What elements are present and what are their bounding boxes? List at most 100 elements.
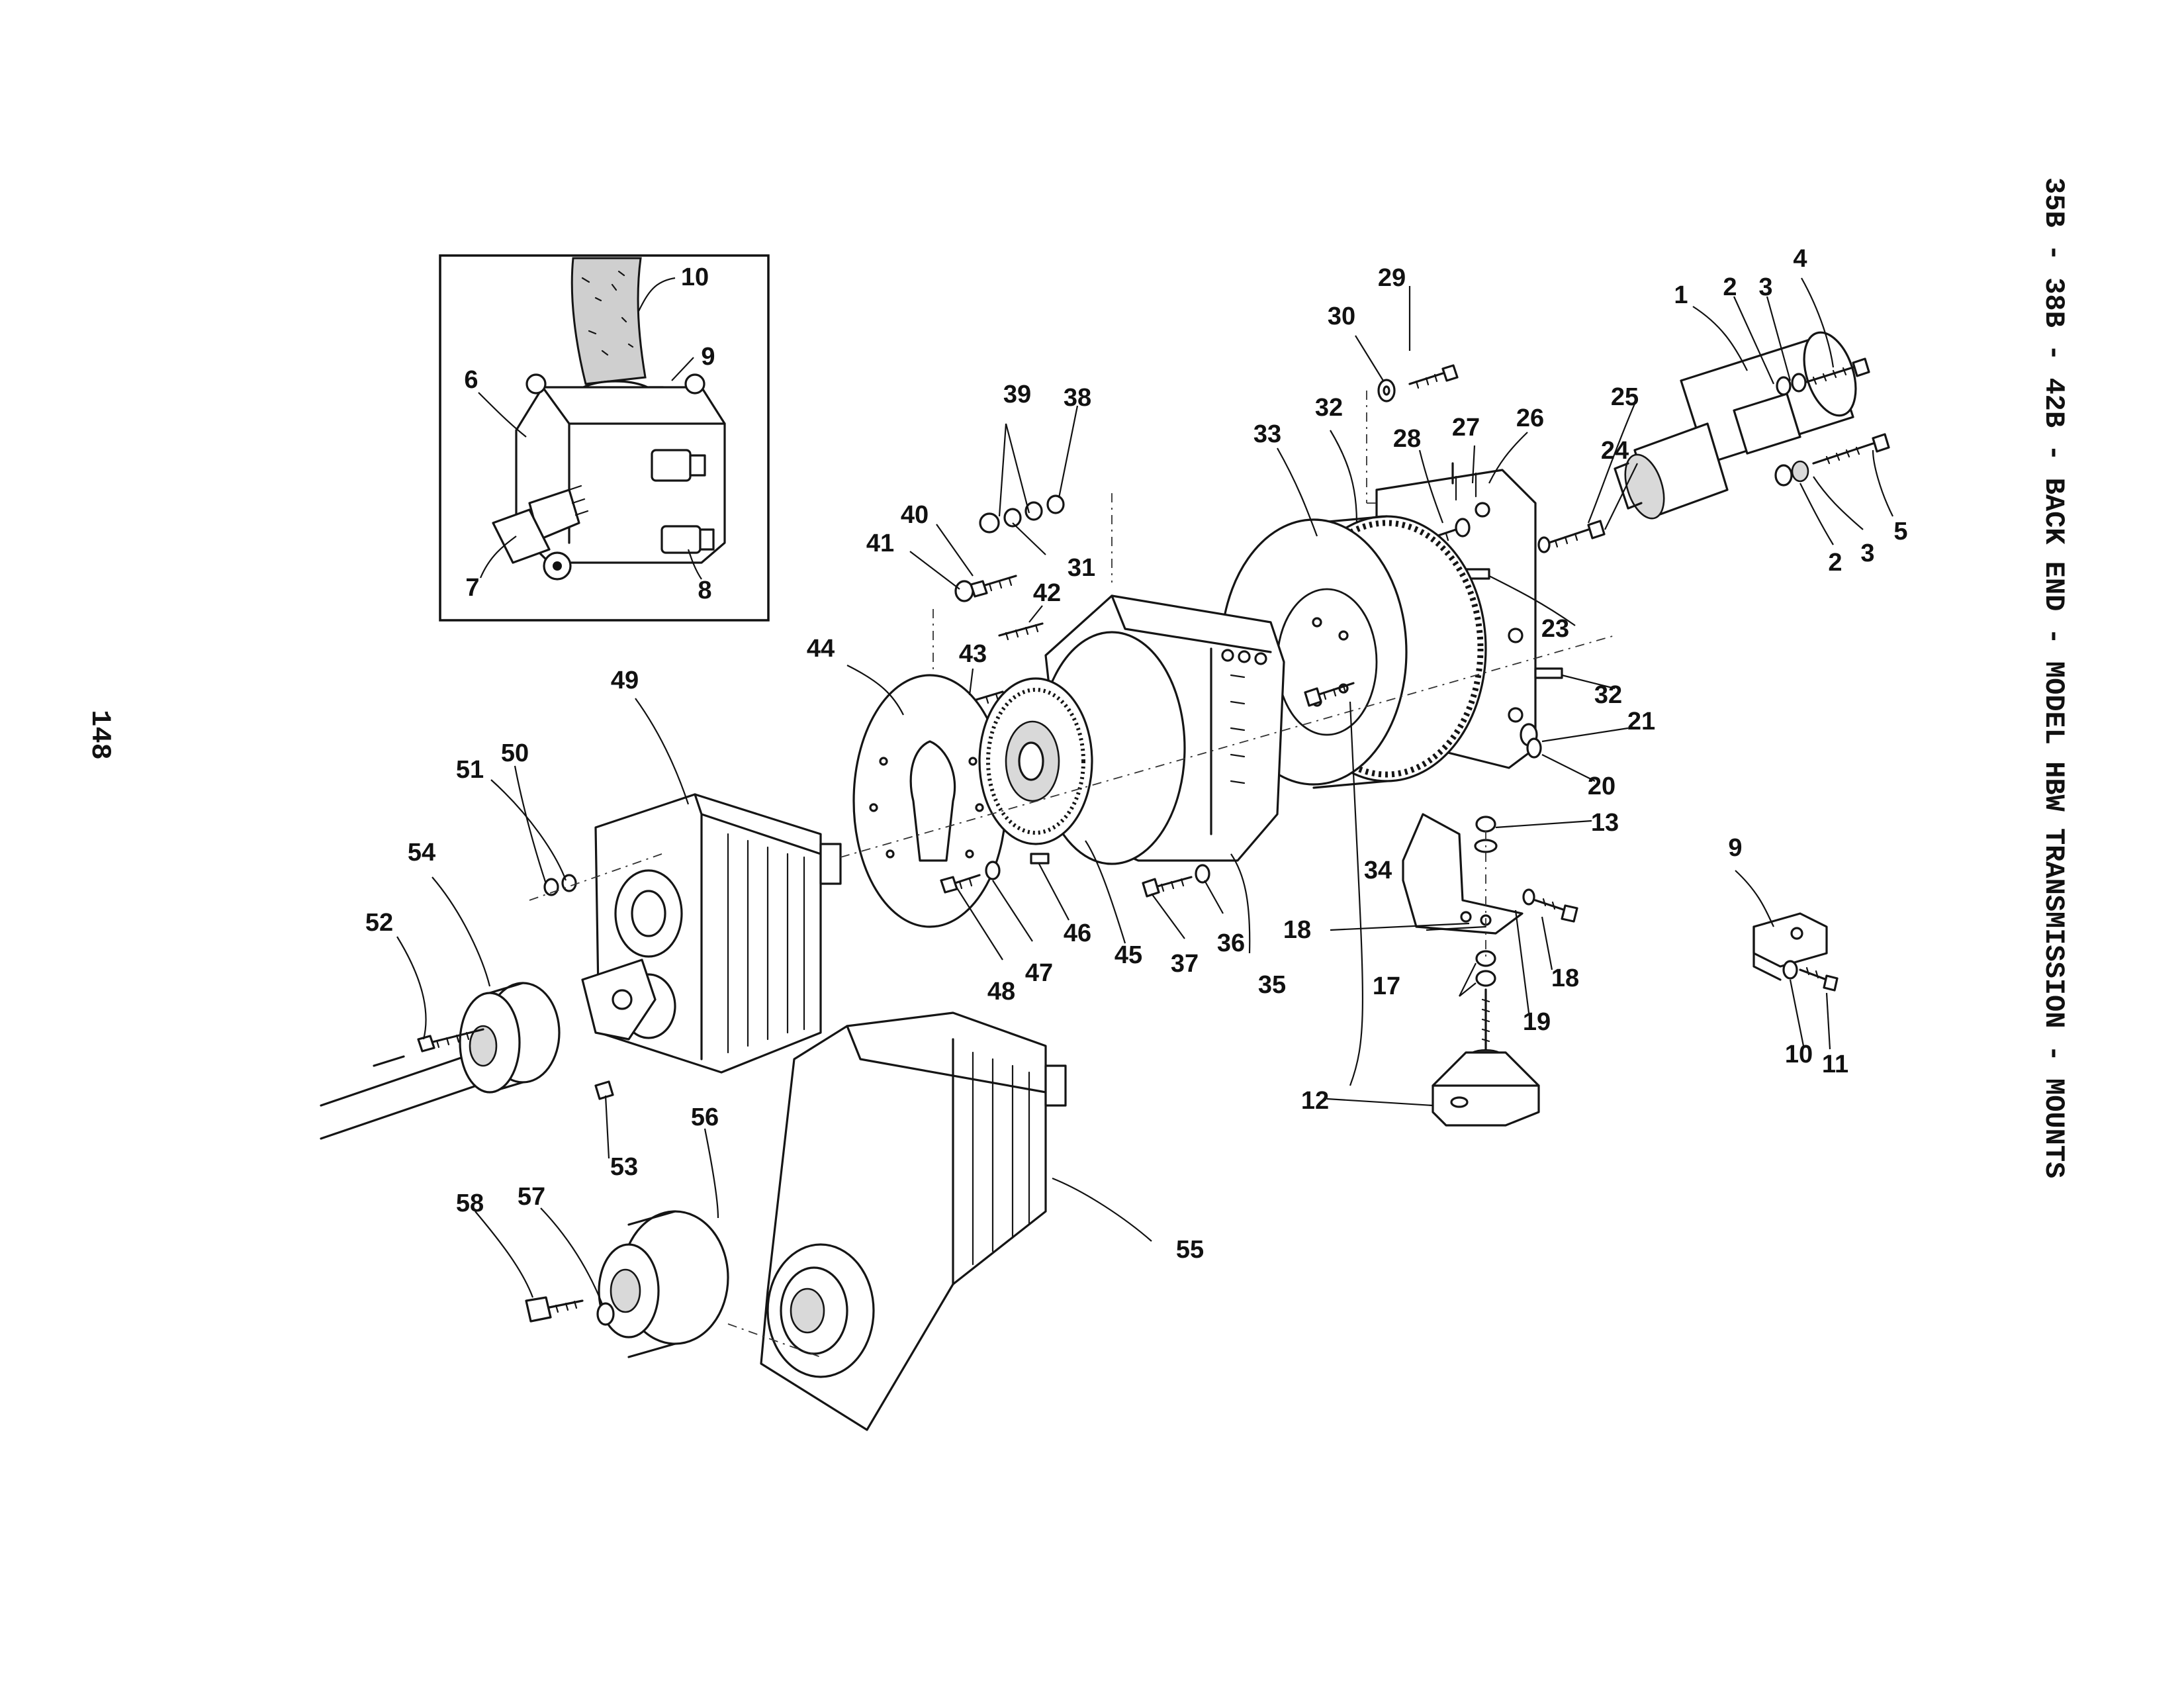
washer-59 — [596, 1302, 615, 1326]
callout-10: 10 — [681, 263, 709, 291]
bracket-bolt-13 — [1799, 966, 1839, 992]
callout-31: 29 — [1378, 264, 1406, 292]
callout-44: 42 — [1033, 579, 1061, 607]
callout-32-upper: 30 — [1328, 303, 1355, 330]
callout-33: 32 — [1594, 681, 1622, 709]
callout-38: 36 — [1217, 929, 1245, 957]
callout-7: 7 — [465, 574, 479, 602]
washers-40-41 — [979, 494, 1065, 534]
callout-57: 55 — [1176, 1236, 1204, 1264]
starter-washers-upper — [1776, 373, 1807, 396]
callout-52: 50 — [501, 739, 529, 767]
flywheel-bolt-36 — [1304, 682, 1355, 707]
callout-36: 34 — [1364, 857, 1392, 884]
washer-52-53 — [543, 874, 577, 896]
callout-32-lower: 31 — [1068, 554, 1095, 582]
housing-bolt-39 — [1142, 876, 1193, 898]
callout-25: 23 — [1541, 615, 1569, 643]
bolt-27 — [1537, 520, 1606, 553]
callout-18-lower: 17 — [1373, 972, 1400, 1000]
gearbox-lower — [760, 1011, 1067, 1431]
callout-12: 10 — [1785, 1041, 1813, 1068]
washer-38 — [1195, 864, 1210, 884]
callout-29: 27 — [1452, 414, 1480, 442]
callout-59: 57 — [518, 1183, 545, 1211]
callout-54: 52 — [365, 909, 393, 937]
washer-49 — [985, 861, 1001, 880]
callout-45: 43 — [959, 640, 987, 668]
callout-20: 18 — [1551, 964, 1579, 992]
callout-51: 49 — [611, 667, 639, 694]
starter-motor — [1614, 331, 1857, 520]
callout-47: 45 — [1115, 941, 1142, 969]
callout-6: 6 — [464, 366, 478, 394]
callout-55: 53 — [610, 1153, 638, 1181]
callout-46: 44 — [807, 635, 835, 663]
bolt-54 — [417, 1028, 484, 1053]
callout-2-lower: 2 — [1828, 549, 1842, 577]
callout-35: 33 — [1253, 420, 1281, 448]
callout-49: 47 — [1025, 959, 1053, 987]
callout-34: 32 — [1315, 394, 1343, 422]
page-title: 35B - 38B - 42B - BACK END - MODEL HBW T… — [2038, 177, 2070, 1178]
callout-labels: 10 9 6 7 8 1 2 3 4 5 2 3 9 10 11 12 13 1… — [365, 245, 1908, 1264]
callout-42: 40 — [901, 501, 929, 529]
callout-21: 19 — [1523, 1008, 1551, 1036]
callout-19: 18 — [1283, 916, 1311, 944]
callout-11: 9 — [1728, 834, 1742, 862]
shift-lever — [581, 959, 657, 1041]
damper-plate — [978, 677, 1093, 845]
drive-plate — [852, 674, 1007, 928]
callout-26: 24 — [1601, 437, 1629, 465]
callout-9: 9 — [701, 343, 715, 371]
callout-8: 8 — [698, 577, 711, 604]
callout-13: 11 — [1822, 1051, 1848, 1078]
callout-41: 39 — [1003, 381, 1031, 408]
callout-23: 20 — [1588, 773, 1615, 800]
washer-32-upper — [1377, 379, 1396, 402]
drain-plug — [660, 525, 715, 554]
output-shaft — [320, 1051, 478, 1140]
coupling-flange-58 — [598, 1210, 729, 1358]
callout-56: 54 — [408, 839, 435, 867]
anti-vibration-mount — [1432, 988, 1540, 1127]
callout-48: 46 — [1064, 919, 1091, 947]
stud-44 — [998, 622, 1044, 641]
page-number: 148 — [84, 710, 116, 760]
callout-28: 26 — [1516, 404, 1544, 432]
callout-24: 21 — [1627, 708, 1655, 735]
shaft-key — [373, 1055, 405, 1067]
bolt-42-43 — [954, 575, 1017, 602]
callout-27: 25 — [1611, 383, 1639, 411]
callout-60: 58 — [456, 1190, 484, 1217]
set-screw-55 — [594, 1080, 614, 1100]
inset-detail-box — [439, 254, 770, 622]
hose — [570, 257, 647, 385]
nut-24 — [1520, 723, 1542, 759]
centre-line — [840, 635, 1615, 858]
callout-30: 28 — [1393, 425, 1421, 453]
coupling-flange — [459, 982, 561, 1094]
dowel-48 — [1030, 853, 1050, 865]
callout-37: 35 — [1258, 971, 1286, 999]
callout-17: 12 — [1301, 1087, 1329, 1115]
starter-bolt-upper — [1799, 357, 1870, 385]
callout-3-upper: 3 — [1758, 273, 1772, 301]
starter-washers-lower — [1774, 460, 1809, 487]
elbow-fitting — [492, 485, 589, 581]
small-bracket — [1752, 912, 1828, 981]
callout-1: 1 — [1674, 281, 1688, 309]
mount-bolt-20 — [1522, 888, 1578, 923]
callout-18-upper: 13 — [1591, 809, 1619, 837]
callout-4: 4 — [1793, 245, 1807, 273]
callout-39: 37 — [1171, 950, 1199, 978]
callout-53: 51 — [456, 756, 484, 784]
callout-3-lower: 3 — [1860, 539, 1874, 567]
bracket-washer-12 — [1782, 960, 1798, 980]
leader-lines — [396, 277, 1893, 1305]
side-plug — [651, 449, 706, 482]
callout-50: 48 — [987, 978, 1015, 1006]
dowel-33 — [1534, 667, 1563, 679]
callout-58: 56 — [691, 1103, 719, 1131]
